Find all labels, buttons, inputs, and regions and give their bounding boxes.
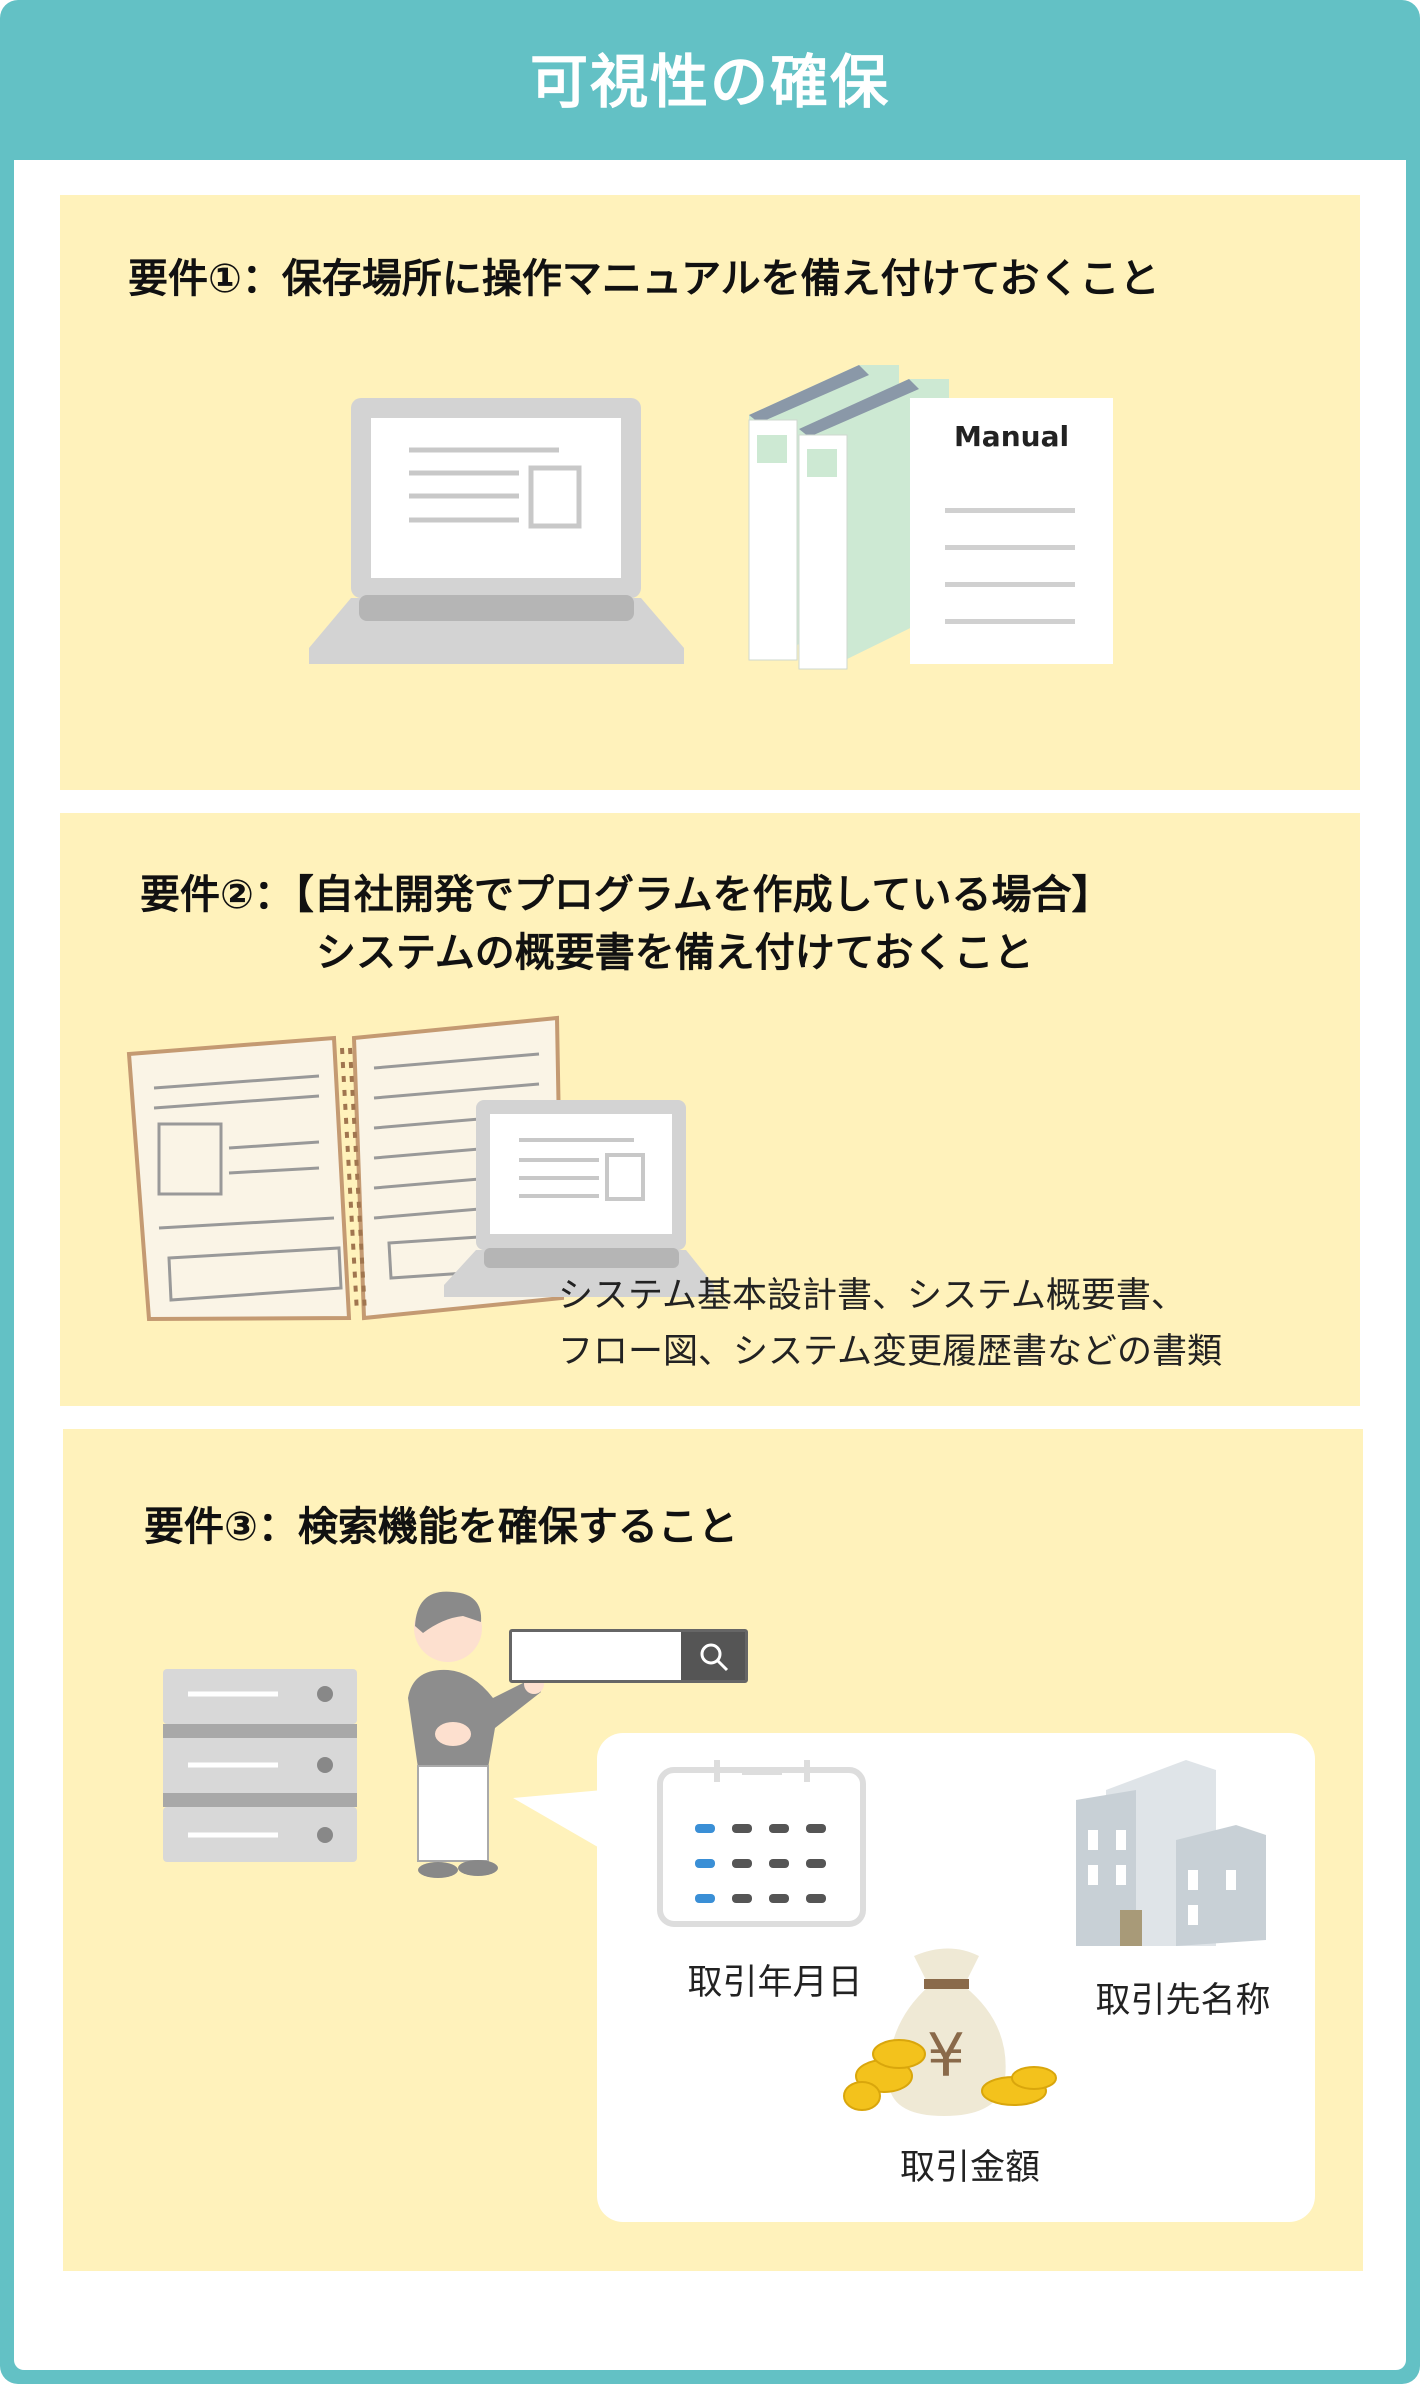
search-item-date: 取引年月日: [687, 1963, 863, 2003]
calendar-icon: [657, 1760, 866, 1927]
search-item-amount: 取引金額: [899, 2148, 1041, 2188]
money-bag-icon: ¥: [843, 1948, 1057, 2116]
office-building-icon: [1076, 1760, 1266, 1946]
speech-bubble-tail: [513, 1790, 603, 1850]
calendar-day-mark: [695, 1824, 715, 1833]
calendar-day-mark: [806, 1824, 826, 1833]
calendar-day-mark: [769, 1894, 789, 1903]
manual-label: Manual: [953, 420, 1070, 453]
notebook-icon: [126, 1015, 565, 1322]
text-lines: [945, 476, 1075, 626]
laptop-small-icon: [444, 1100, 714, 1297]
manual-document: Manual: [910, 398, 1113, 664]
search-icon: [700, 1643, 729, 1672]
calendar-day-mark: [732, 1859, 752, 1868]
requirement-2-title-line1: 要件②：【自社開発でプログラムを作成している場合】: [140, 872, 1112, 918]
requirement-1-panel: [60, 195, 1360, 790]
requirement-3-title: 要件③：検索機能を確保すること: [144, 1504, 738, 1550]
page-title: 可視性の確保: [529, 48, 890, 116]
requirement-2-title-line2: システムの概要書を備え付けておくこと: [316, 930, 1034, 976]
svg-text:¥: ¥: [927, 2021, 965, 2091]
search-item-partner-name: 取引先名称: [1095, 1981, 1271, 2021]
search-bar[interactable]: [509, 1629, 748, 1683]
calendar-day-mark: [695, 1894, 715, 1903]
requirement-1-title: 要件①：保存場所に操作マニュアルを備え付けておくこと: [128, 256, 1160, 302]
calendar-day-mark: [806, 1894, 826, 1903]
calendar-day-mark: [695, 1859, 715, 1868]
person-icon: [408, 1591, 544, 1878]
calendar-day-mark: [806, 1859, 826, 1868]
calendar-day-mark: [769, 1859, 789, 1868]
calendar-day-mark: [769, 1824, 789, 1833]
laptop-icon: [309, 398, 684, 664]
documents-caption-line2: フロー図、システム変更履歴書などの書類: [558, 1332, 1222, 1372]
server-icon: [163, 1669, 357, 1862]
search-button[interactable]: [681, 1632, 745, 1680]
documents-caption-line1: システム基本設計書、システム概要書、: [558, 1276, 1186, 1316]
calendar-day-mark: [732, 1824, 752, 1833]
calendar-day-mark: [732, 1894, 752, 1903]
